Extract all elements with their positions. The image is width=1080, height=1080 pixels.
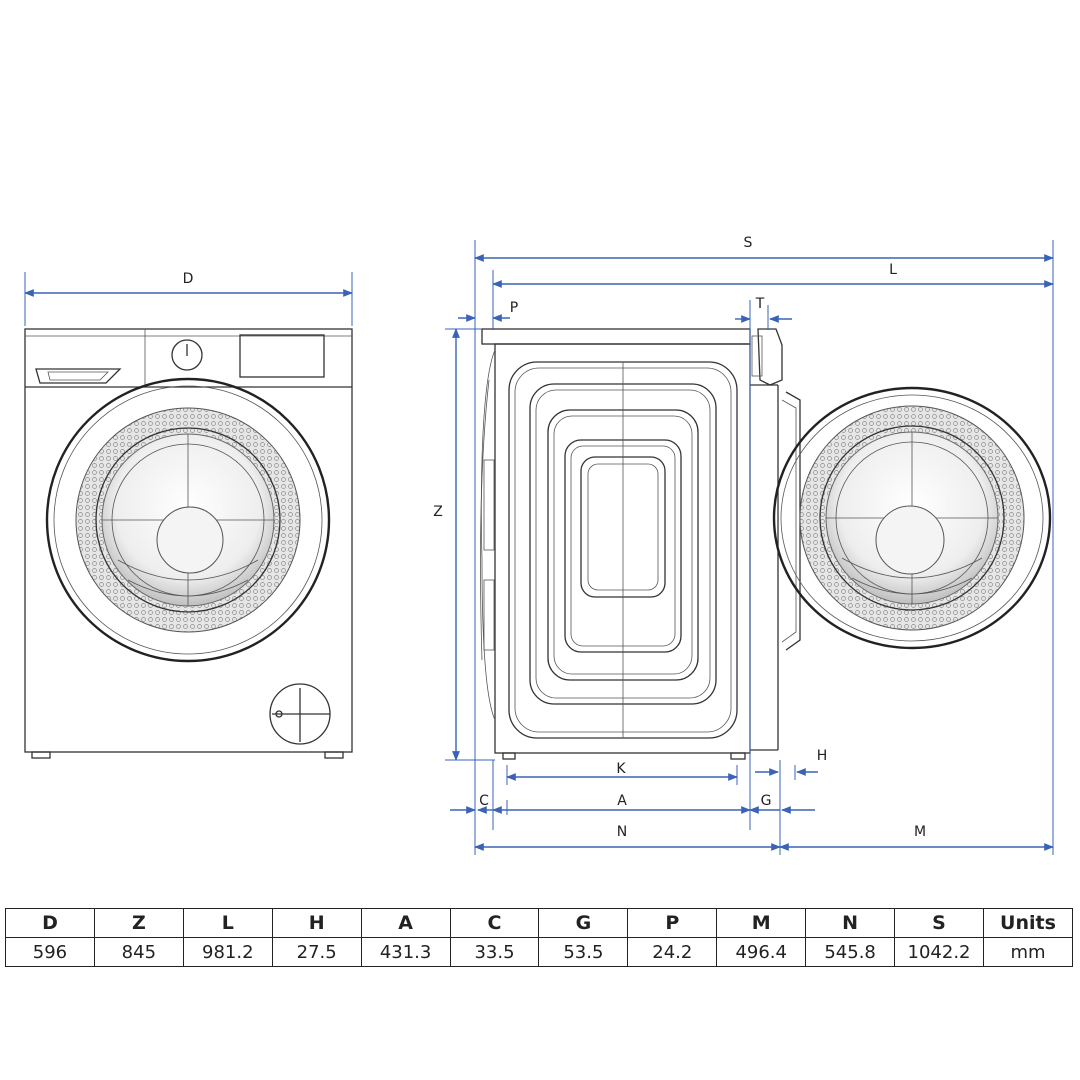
dimension-diagram: D bbox=[24, 235, 1054, 855]
table-cell: 27.5 bbox=[271, 937, 362, 967]
table-header-row: D Z L H A C G P M N S Units bbox=[5, 908, 1074, 938]
display-panel bbox=[239, 334, 325, 378]
side-top-plate bbox=[481, 328, 751, 345]
table-cell: mm bbox=[982, 937, 1074, 967]
label-K: K bbox=[616, 761, 626, 777]
drum-hub bbox=[156, 506, 224, 574]
table-cell: 596 bbox=[5, 937, 95, 967]
table-header-cell: Units bbox=[982, 908, 1074, 938]
table-cell: 431.3 bbox=[360, 937, 451, 967]
front-body bbox=[24, 328, 353, 753]
label-S: S bbox=[744, 235, 753, 251]
open-door-ring bbox=[772, 386, 1052, 650]
detergent-drawer bbox=[35, 368, 122, 384]
label-M: M bbox=[914, 824, 926, 840]
table-header-cell: S bbox=[894, 908, 984, 938]
label-L: L bbox=[889, 262, 897, 278]
open-door-view bbox=[772, 386, 1052, 650]
table-cell: 33.5 bbox=[449, 937, 540, 967]
label-N: N bbox=[617, 824, 627, 840]
label-Z: Z bbox=[433, 504, 443, 520]
table-cell: 845 bbox=[93, 937, 184, 967]
table-header-cell: C bbox=[449, 908, 540, 938]
open-drum-hub bbox=[875, 505, 945, 575]
dimensions-table: D Z L H A C G P M N S Units 596 845 981.… bbox=[5, 908, 1074, 967]
label-T: T bbox=[755, 296, 765, 312]
label-G: G bbox=[761, 793, 772, 809]
table-header-cell: H bbox=[271, 908, 362, 938]
side-dimensions: S L P T Z K H C A G N bbox=[433, 235, 1054, 855]
label-D: D bbox=[183, 271, 194, 287]
table-header-cell: Z bbox=[93, 908, 184, 938]
table-header-cell: A bbox=[360, 908, 451, 938]
table-header-cell: N bbox=[805, 908, 896, 938]
table-cell: 1042.2 bbox=[894, 937, 984, 967]
table-header-cell: M bbox=[716, 908, 807, 938]
table-cell: 545.8 bbox=[805, 937, 896, 967]
label-A: A bbox=[617, 793, 627, 809]
label-H: H bbox=[817, 748, 828, 764]
label-C: C bbox=[479, 793, 489, 809]
table-row: 596 845 981.2 27.5 431.3 33.5 53.5 24.2 … bbox=[5, 937, 1074, 967]
table-header-cell: D bbox=[5, 908, 95, 938]
label-P: P bbox=[510, 300, 518, 316]
side-view bbox=[480, 328, 801, 760]
table-cell: 53.5 bbox=[538, 937, 629, 967]
table-header-cell: P bbox=[627, 908, 718, 938]
table-header-cell: L bbox=[182, 908, 273, 938]
door-hinge bbox=[757, 328, 783, 386]
program-knob-icon bbox=[171, 339, 203, 371]
table-cell: 496.4 bbox=[716, 937, 807, 967]
front-door-ring bbox=[45, 377, 331, 663]
table-header-cell: G bbox=[538, 908, 629, 938]
table-cell: 981.2 bbox=[182, 937, 273, 967]
front-view: D bbox=[24, 271, 353, 759]
table-cell: 24.2 bbox=[627, 937, 718, 967]
